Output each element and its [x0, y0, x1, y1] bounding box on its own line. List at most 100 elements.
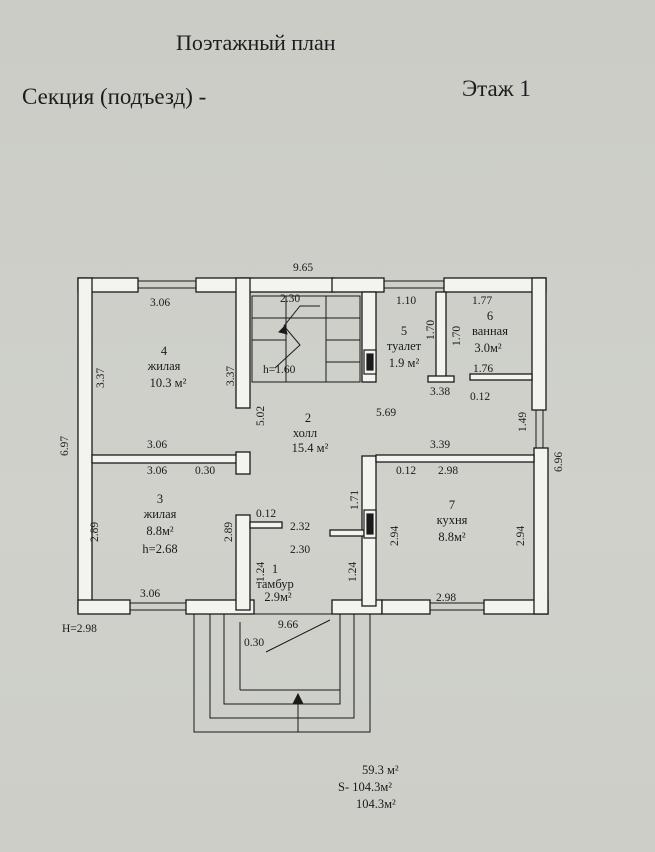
- stair-height: h=1.60: [263, 364, 296, 376]
- wall: [91, 454, 249, 464]
- wall: [329, 529, 365, 537]
- dimension-label: 3.06: [147, 439, 167, 451]
- dimension-label: 6.96: [553, 452, 565, 472]
- walls: [77, 277, 549, 615]
- room-area: 15.4 м²: [292, 441, 329, 455]
- room-number: 2: [305, 411, 311, 425]
- dimension-label: 1.71: [349, 490, 361, 510]
- dimension-label: 3.39: [430, 439, 450, 451]
- wall: [249, 521, 283, 529]
- room-area: 2.9м²: [264, 590, 292, 604]
- room-labels: 4 жилая 10.3 м² 2 холл 15.4 м² 5 туалет …: [142, 309, 508, 604]
- room-number: 4: [161, 344, 168, 358]
- dimension-label: 5.69: [376, 407, 396, 419]
- room-height: h=2.68: [142, 542, 177, 556]
- dimension-label: 2.98: [438, 465, 458, 477]
- dimension-labels: 9.65 3.06 2.30 1.10 1.77 1.76 3.38 0.12 …: [59, 262, 565, 649]
- room-number: 7: [449, 498, 455, 512]
- dimension-label: 2.30: [290, 544, 310, 556]
- total-area: 104.3м²: [356, 797, 396, 811]
- wall: [531, 277, 547, 411]
- room-number: 5: [401, 324, 407, 338]
- dimension-label: 5.02: [255, 406, 267, 426]
- room-number: 6: [487, 309, 493, 323]
- dimension-label: 3.37: [95, 368, 107, 388]
- dimension-label: 0.12: [470, 391, 490, 403]
- dimension-label: 0.30: [244, 637, 264, 649]
- dimension-label: 3.06: [140, 588, 160, 600]
- living-area-total: 59.3 м²: [362, 763, 399, 777]
- wall: [375, 454, 535, 463]
- wall: [443, 277, 547, 293]
- chimney-core: [366, 513, 374, 535]
- dimension-label: 2.94: [515, 526, 527, 546]
- dimension-label: 1.24: [347, 562, 359, 582]
- dimension-label: 3.37: [225, 366, 237, 386]
- stair-outline: [251, 295, 361, 383]
- floor-height: H=2.98: [62, 623, 97, 635]
- wall: [435, 291, 447, 379]
- wall: [331, 277, 385, 293]
- dimension-label: 0.12: [396, 465, 416, 477]
- room-name: жилая: [147, 359, 181, 373]
- dimension-label: 2.30: [280, 293, 300, 305]
- dimension-label: 1.76: [473, 363, 493, 375]
- dimension-label: 2.94: [389, 526, 401, 546]
- wall: [77, 277, 93, 611]
- dimension-label: 0.12: [256, 508, 276, 520]
- porch-outline: [193, 613, 371, 733]
- dimension-label: 3.06: [147, 465, 167, 477]
- room-area: 1.9 м²: [389, 356, 420, 370]
- door-swing: [265, 619, 331, 653]
- wall: [235, 514, 251, 611]
- dimension-label: 1.49: [517, 412, 529, 432]
- dimension-label: 3.38: [430, 386, 450, 398]
- total-area-label: S- 104.3м²: [338, 780, 392, 794]
- dimension-label: 2.89: [223, 522, 235, 542]
- page-title: Поэтажный план: [176, 30, 336, 55]
- dimension-label: 9.65: [293, 262, 313, 274]
- dimension-label: 3.06: [150, 297, 170, 309]
- porch-step: [223, 613, 341, 705]
- dimension-label: 2.89: [89, 522, 101, 542]
- room-area: 8.8м²: [146, 524, 174, 538]
- shafts: [363, 349, 377, 539]
- area-totals: 59.3 м² S- 104.3м² 104.3м²: [338, 763, 399, 811]
- wall: [533, 447, 549, 615]
- porch: [193, 613, 371, 733]
- windows: [130, 280, 544, 611]
- dimension-label: 1.70: [451, 326, 463, 346]
- dimension-label: 1.70: [425, 320, 437, 340]
- wall: [235, 277, 251, 409]
- room-name: кухня: [437, 513, 468, 527]
- wall: [77, 599, 131, 615]
- dimension-label: 1.24: [255, 562, 267, 582]
- entry-arrow-icon: [292, 692, 304, 705]
- staircase: [251, 295, 361, 383]
- vent-shaft-core: [366, 353, 374, 371]
- room-area: 3.0м²: [474, 341, 502, 355]
- dimension-label: 6.97: [59, 436, 71, 456]
- dimension-label: 2.32: [290, 521, 310, 533]
- room-name: ванная: [472, 324, 508, 338]
- stair-direction-line: [274, 305, 320, 369]
- wall: [469, 373, 533, 381]
- room-number: 3: [157, 492, 163, 506]
- room-name: жилая: [143, 507, 177, 521]
- dimension-label: 1.10: [396, 295, 416, 307]
- dimension-label: 1.77: [472, 295, 492, 307]
- dimension-label: 9.66: [278, 619, 298, 631]
- wall: [381, 599, 431, 615]
- wall: [427, 375, 455, 383]
- room-name: туалет: [387, 339, 422, 353]
- floor-label: Этаж 1: [462, 76, 531, 101]
- dimension-label: 0.30: [195, 465, 215, 477]
- section-label: Секция (подъезд) -: [22, 84, 207, 109]
- dimension-label: 2.98: [436, 592, 456, 604]
- room-number: 1: [272, 562, 278, 576]
- wall: [235, 451, 251, 475]
- room-name: холл: [293, 426, 317, 440]
- stair-arrow-icon: [278, 325, 288, 335]
